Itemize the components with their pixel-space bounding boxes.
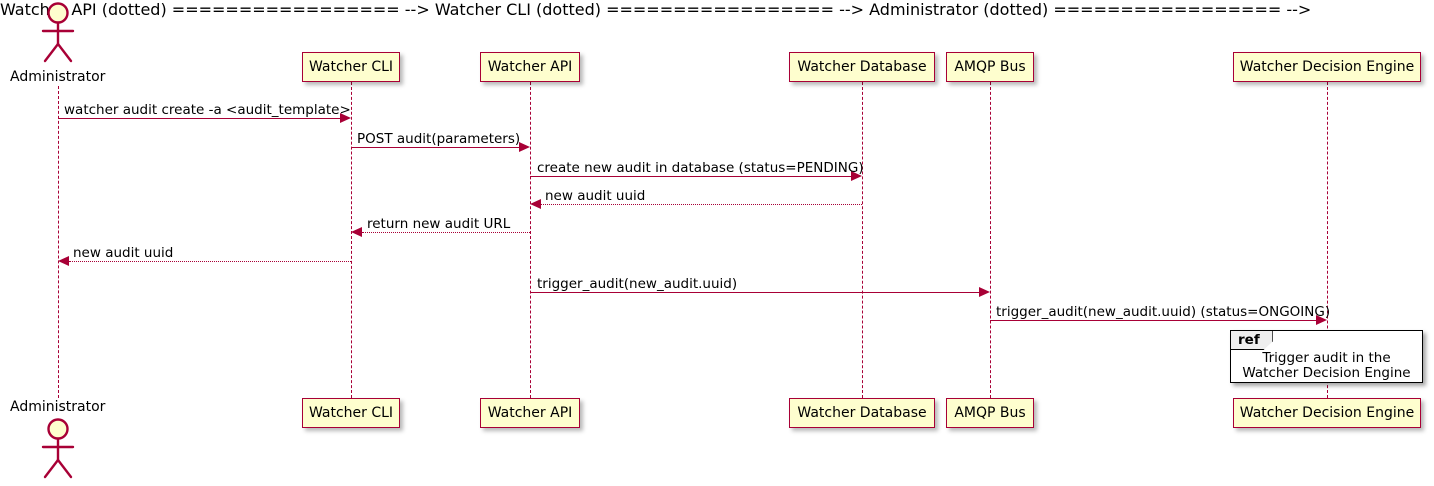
message-label-new-audit-uuid-db: new audit uuid xyxy=(545,188,646,204)
arrow-head-right-icon xyxy=(340,113,351,123)
lifeline-watcher-decision-engine xyxy=(1327,82,1328,398)
message-label-trigger-audit-ongoing: trigger_audit(new_audit.uuid) (status=ON… xyxy=(996,304,1331,320)
message-line-trigger-audit xyxy=(530,292,979,293)
message-line-return-new-audit-url xyxy=(362,232,530,233)
participant-watcher-api-top[interactable]: Watcher API xyxy=(480,52,580,82)
message-label-post-audit: POST audit(parameters) xyxy=(357,131,521,147)
message-label-create-new-audit: create new audit in database (status=PEN… xyxy=(537,160,864,176)
message-line-create-new-audit xyxy=(530,176,851,177)
actor-figure-icon xyxy=(41,418,75,479)
message-line-post-audit xyxy=(351,147,519,148)
arrow-head-right-icon xyxy=(519,142,530,152)
actor-administrator-top xyxy=(30,2,88,64)
participant-label: Watcher CLI xyxy=(308,405,394,421)
participant-watcher-decision-engine-top[interactable]: Watcher Decision Engine xyxy=(1233,52,1421,82)
lifeline-watcher-database xyxy=(862,82,863,398)
lifeline-amqp-bus xyxy=(990,82,991,398)
ref-fragment-body-line-2: Watcher Decision Engine xyxy=(1242,365,1411,381)
participant-label: Watcher CLI xyxy=(308,59,394,75)
participant-label: AMQP Bus xyxy=(954,59,1026,75)
message-line-trigger-audit-ongoing xyxy=(990,320,1316,321)
ref-fragment-body-line-1: Trigger audit in the xyxy=(1262,350,1391,366)
arrow-head-left-icon xyxy=(530,199,541,209)
message-label-return-new-audit-url: return new audit URL xyxy=(367,216,511,232)
arrow-head-left-icon xyxy=(351,227,362,237)
message-line-new-audit-uuid-cli xyxy=(69,261,351,262)
actor-label-administrator-bottom: Administrator xyxy=(10,399,106,415)
participant-label: Watcher API xyxy=(487,59,573,75)
participant-watcher-database-bottom[interactable]: Watcher Database xyxy=(789,398,935,428)
participant-watcher-cli-bottom[interactable]: Watcher CLI xyxy=(302,398,400,428)
message-line-watcher-audit-create xyxy=(58,118,340,119)
participant-watcher-database-top[interactable]: Watcher Database xyxy=(789,52,935,82)
lifeline-watcher-cli xyxy=(351,82,352,398)
ref-fragment-tab-label: ref xyxy=(1231,331,1273,350)
actor-label-administrator-top: Administrator xyxy=(10,69,106,85)
participant-amqp-bus-bottom[interactable]: AMQP Bus xyxy=(946,398,1034,428)
message-label-watcher-audit-create: watcher audit create -a <audit_template> xyxy=(64,102,351,118)
ref-fragment-trigger-audit: ref Trigger audit in the Watcher Decisio… xyxy=(1230,330,1423,383)
participant-label: Watcher Database xyxy=(797,59,927,75)
participant-label: Watcher Database xyxy=(797,405,927,421)
message-label-trigger-audit: trigger_audit(new_audit.uuid) xyxy=(537,276,738,292)
participant-amqp-bus-top[interactable]: AMQP Bus xyxy=(946,52,1034,82)
lifeline-watcher-api xyxy=(530,82,531,398)
arrow-head-left-icon xyxy=(58,256,69,266)
participant-watcher-api-bottom[interactable]: Watcher API xyxy=(480,398,580,428)
arrow-head-right-icon xyxy=(1316,315,1327,325)
message-label-new-audit-uuid-cli: new audit uuid xyxy=(73,245,174,261)
arrow-head-right-icon xyxy=(979,287,990,297)
participant-label: Watcher Decision Engine xyxy=(1239,405,1415,421)
participant-label: AMQP Bus xyxy=(954,405,1026,421)
arrow-head-right-icon xyxy=(851,171,862,181)
actor-administrator-bottom xyxy=(30,418,88,480)
participant-label: Watcher Decision Engine xyxy=(1239,59,1415,75)
participant-watcher-decision-engine-bottom[interactable]: Watcher Decision Engine xyxy=(1233,398,1421,428)
participant-label: Watcher API xyxy=(487,405,573,421)
participant-watcher-cli-top[interactable]: Watcher CLI xyxy=(302,52,400,82)
actor-figure-icon xyxy=(41,2,75,63)
message-line-new-audit-uuid-db xyxy=(541,204,862,205)
lifeline-administrator xyxy=(58,86,59,398)
